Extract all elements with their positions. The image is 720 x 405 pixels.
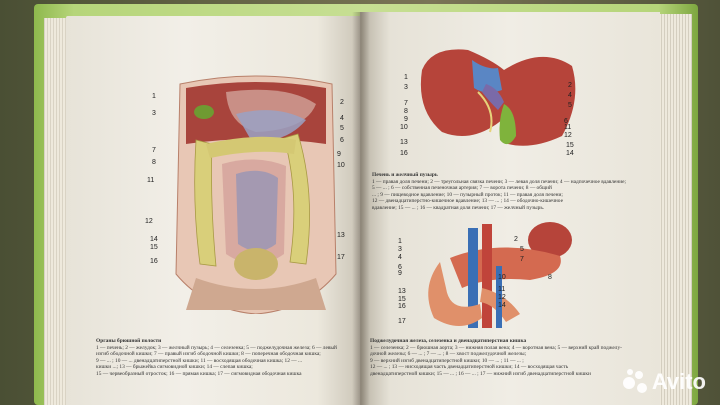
label-left-1: 1	[152, 93, 156, 100]
label-liver-5: 5	[568, 102, 572, 109]
label-left-7: 7	[152, 147, 156, 154]
label-liver-3: 3	[404, 84, 408, 91]
label-left-5: 5	[340, 125, 344, 132]
label-pancreas-9: 9	[398, 270, 402, 277]
label-pancreas-12: 12	[498, 294, 506, 301]
label-left-17: 17	[337, 254, 345, 261]
liver-caption: Печень и желчный пузырь 1 — правая доля …	[372, 172, 652, 212]
liver-caption-line: ... ; 9 — пищеводное вдавление; 10 — пуз…	[372, 191, 563, 198]
avito-watermark: Avito	[622, 369, 706, 395]
label-liver-13: 13	[400, 139, 408, 146]
left-caption-line: 1 — печень; 2 — желудок; 3 — желчный пуз…	[96, 344, 337, 351]
label-liver-11: 11	[564, 124, 572, 131]
label-left-14: 14	[150, 236, 158, 243]
pancreas-caption: Поджелудочная железа, селезенка и двенад…	[370, 338, 652, 378]
label-left-8: 8	[152, 159, 156, 166]
label-pancreas-16: 16	[398, 303, 406, 310]
label-pancreas-8: 8	[548, 274, 552, 281]
pancreas-caption-line: двенадцатиперстной кишки; 15 — ... ; 16 …	[370, 370, 591, 377]
label-pancreas-1: 1	[398, 238, 402, 245]
avito-logo-icon	[622, 369, 649, 395]
pancreas-caption-title: Поджелудочная железа, селезенка и двенад…	[370, 338, 527, 344]
label-liver-7: 7	[404, 100, 408, 107]
label-left-2: 2	[340, 99, 344, 106]
book-gutter	[352, 12, 370, 405]
abdominal-organs-illustration	[175, 75, 337, 314]
page-edges-right	[656, 14, 692, 405]
label-pancreas-17: 17	[398, 318, 406, 325]
label-left-11: 11	[147, 177, 155, 184]
label-pancreas-6: 6	[398, 264, 402, 271]
label-pancreas-14: 14	[498, 302, 506, 309]
liver-caption-title: Печень и желчный пузырь	[372, 172, 438, 178]
pancreas-illustration	[428, 222, 572, 328]
label-pancreas-5: 5	[520, 246, 524, 253]
label-liver-4: 4	[568, 92, 572, 99]
label-left-16: 16	[150, 258, 158, 265]
liver-caption-line: вдавление; 15 — ... ; 16 — квадратная до…	[372, 204, 545, 211]
label-liver-10: 10	[400, 124, 408, 131]
label-liver-16: 16	[400, 150, 408, 157]
label-pancreas-15: 15	[398, 296, 406, 303]
label-liver-12: 12	[564, 132, 572, 139]
label-left-12: 12	[145, 218, 153, 225]
label-liver-9: 9	[404, 116, 408, 123]
left-caption-title: Органы брюшной полости	[96, 338, 162, 344]
pancreas-caption-line: 9 — верхний изгиб двенадцатиперстной киш…	[370, 357, 524, 364]
label-left-3: 3	[152, 110, 156, 117]
label-left-9: 9	[337, 151, 341, 158]
label-liver-2: 2	[568, 82, 572, 89]
pancreas-caption-line: дочной железы; 6 — ... ; 7 — ... ; 8 — х…	[370, 351, 527, 358]
label-liver-1: 1	[404, 74, 408, 81]
label-left-15: 15	[150, 244, 158, 251]
label-pancreas-7: 7	[520, 256, 524, 263]
label-liver-14: 14	[566, 150, 574, 157]
label-left-10: 10	[337, 162, 345, 169]
left-caption-line: 15 — червеобразный отросток; 16 — прямая…	[96, 370, 302, 377]
pancreas-caption-line: 1 — селезенка; 2 — брюшная аорта; 3 — ни…	[370, 344, 622, 351]
left-caption: Органы брюшной полости 1 — печень; 2 — ж…	[96, 338, 346, 378]
label-pancreas-13: 13	[398, 288, 406, 295]
left-caption-line: изгиб ободочной кишки; 7 — правый изгиб …	[96, 351, 321, 358]
liver-caption-line: 1 — правая доля печени; 2 — треугольная …	[372, 178, 626, 185]
label-liver-6: 6	[564, 118, 568, 125]
label-pancreas-4: 4	[398, 254, 402, 261]
label-pancreas-3: 3	[398, 246, 402, 253]
label-left-6: 6	[340, 137, 344, 144]
liver-caption-line: 12 — двенадцатиперстно-кишечное вдавлени…	[372, 198, 563, 205]
label-liver-15: 15	[566, 142, 574, 149]
label-liver-8: 8	[404, 108, 408, 115]
liver-caption-line: 5 — ... ; 6 — собственная печеночная арт…	[372, 185, 552, 192]
label-pancreas-2: 2	[514, 236, 518, 243]
left-caption-line: 9 — ... ; 10 — ... двенадцатиперстной ки…	[96, 357, 303, 364]
avito-watermark-text: Avito	[651, 369, 706, 394]
label-left-13: 13	[337, 232, 345, 239]
liver-illustration	[420, 49, 576, 146]
label-pancreas-10: 10	[498, 274, 506, 281]
label-left-4: 4	[340, 115, 344, 122]
pancreas-caption-line: 12 — ... ; 13 — нисходящая часть двенадц…	[370, 364, 569, 371]
label-pancreas-11: 11	[498, 286, 506, 293]
left-caption-line: кишки ...; 13 — брыжейка сигмовидной киш…	[96, 364, 253, 371]
